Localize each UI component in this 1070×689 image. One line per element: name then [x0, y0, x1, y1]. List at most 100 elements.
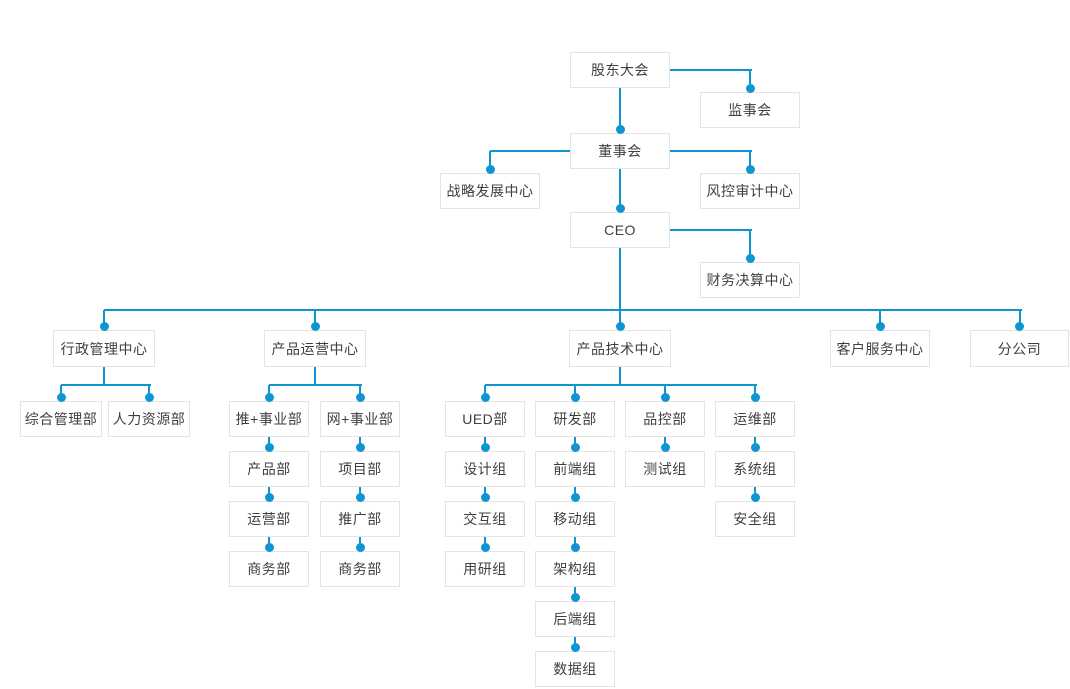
connector-dot [660, 442, 670, 452]
node-supervisory: 监事会 [700, 92, 800, 128]
connector-line-horizontal [61, 384, 151, 386]
node-product-tech: 产品技术中心 [569, 330, 671, 367]
connector-dot [264, 442, 274, 452]
node-label-backend: 后端组 [553, 611, 597, 627]
connector-dot [264, 542, 274, 552]
node-label-interaction: 交互组 [463, 511, 507, 527]
connector-line-vertical [103, 367, 105, 386]
node-label-strategy: 战略发展中心 [446, 183, 534, 199]
node-business-dept-1: 商务部 [229, 551, 309, 587]
connector-dot [745, 253, 755, 263]
connector-line-vertical [749, 230, 751, 262]
node-admin: 行政管理中心 [53, 330, 155, 367]
node-user-research: 用研组 [445, 551, 525, 587]
node-security: 安全组 [715, 501, 795, 537]
node-ued: UED部 [445, 401, 525, 437]
connector-dot [875, 321, 885, 331]
node-business-dept-2: 商务部 [320, 551, 400, 587]
node-label-finance: 财务决算中心 [706, 272, 794, 288]
node-label-design: 设计组 [463, 461, 507, 477]
connector-line-vertical [619, 248, 621, 311]
connector-dot [480, 442, 490, 452]
connector-dot [264, 492, 274, 502]
node-label-frontend: 前端组 [553, 461, 597, 477]
connector-dot [750, 492, 760, 502]
node-backend: 后端组 [535, 601, 615, 637]
connector-line-horizontal [670, 229, 752, 231]
node-data-group: 数据组 [535, 651, 615, 687]
node-frontend: 前端组 [535, 451, 615, 487]
connector-line-vertical [489, 151, 491, 173]
connector-dot [745, 164, 755, 174]
node-label-product-tech: 产品技术中心 [576, 340, 664, 357]
node-label-mobile: 移动组 [553, 511, 597, 527]
connector-line-horizontal [670, 150, 752, 152]
node-label-data-group: 数据组 [553, 661, 597, 677]
connector-line-vertical [314, 310, 316, 330]
connector-dot [750, 392, 760, 402]
node-label-security: 安全组 [733, 511, 777, 527]
node-label-customer-service: 客户服务中心 [836, 340, 924, 357]
node-architecture: 架构组 [535, 551, 615, 587]
node-finance: 财务决算中心 [700, 262, 800, 298]
node-label-general-mgmt: 综合管理部 [24, 411, 98, 427]
node-label-operations-dept: 运营部 [247, 511, 291, 527]
connector-line-horizontal [670, 69, 752, 71]
node-system: 系统组 [715, 451, 795, 487]
node-label-business-dept-2: 商务部 [338, 561, 382, 577]
connector-dot [310, 321, 320, 331]
node-risk-audit: 风控审计中心 [700, 173, 800, 209]
connector-line-vertical [314, 367, 316, 386]
node-label-promotion-dept: 推广部 [338, 511, 382, 527]
connector-dot [570, 392, 580, 402]
node-project-dept: 项目部 [320, 451, 400, 487]
connector-line-vertical [879, 310, 881, 330]
connector-dot [615, 321, 625, 331]
connector-dot [355, 492, 365, 502]
node-label-branch: 分公司 [997, 340, 1042, 357]
node-label-board: 董事会 [598, 143, 642, 159]
node-label-business-dept-1: 商务部 [247, 561, 291, 577]
connector-line-horizontal [490, 150, 572, 152]
node-ceo: CEO [570, 212, 670, 248]
connector-dot [99, 321, 109, 331]
connector-dot [480, 542, 490, 552]
node-qc: 品控部 [625, 401, 705, 437]
node-label-admin: 行政管理中心 [60, 340, 148, 357]
connector-line-vertical [619, 88, 621, 133]
node-label-om: 运维部 [733, 411, 777, 427]
connector-dot [144, 392, 154, 402]
node-label-product-dept: 产品部 [247, 461, 291, 477]
node-product-dept: 产品部 [229, 451, 309, 487]
connector-dot [570, 442, 580, 452]
connector-line-vertical [749, 151, 751, 173]
connector-dot [615, 203, 625, 213]
node-strategy: 战略发展中心 [440, 173, 540, 209]
connector-line-horizontal [269, 384, 362, 386]
connector-dot [750, 442, 760, 452]
node-label-hr: 人力资源部 [112, 411, 186, 427]
node-mobile: 移动组 [535, 501, 615, 537]
node-om: 运维部 [715, 401, 795, 437]
node-label-shareholders: 股东大会 [591, 62, 649, 78]
connector-line-horizontal [485, 384, 757, 386]
node-label-system: 系统组 [733, 461, 777, 477]
node-hr: 人力资源部 [108, 401, 190, 437]
node-general-mgmt: 综合管理部 [20, 401, 102, 437]
connector-dot [570, 592, 580, 602]
connector-dot [615, 124, 625, 134]
node-label-rd: 研发部 [553, 411, 597, 427]
node-branch: 分公司 [970, 330, 1069, 367]
node-label-wang-bu: 网+事业部 [326, 411, 394, 427]
node-label-testing: 测试组 [643, 461, 687, 477]
connector-dot [355, 542, 365, 552]
connector-dot [660, 392, 670, 402]
node-product-ops: 产品运营中心 [264, 330, 366, 367]
connector-line-vertical [619, 169, 621, 212]
connector-dot [355, 392, 365, 402]
node-board: 董事会 [570, 133, 670, 169]
node-tui-bu: 推+事业部 [229, 401, 309, 437]
connector-dot [355, 442, 365, 452]
node-label-project-dept: 项目部 [338, 461, 382, 477]
